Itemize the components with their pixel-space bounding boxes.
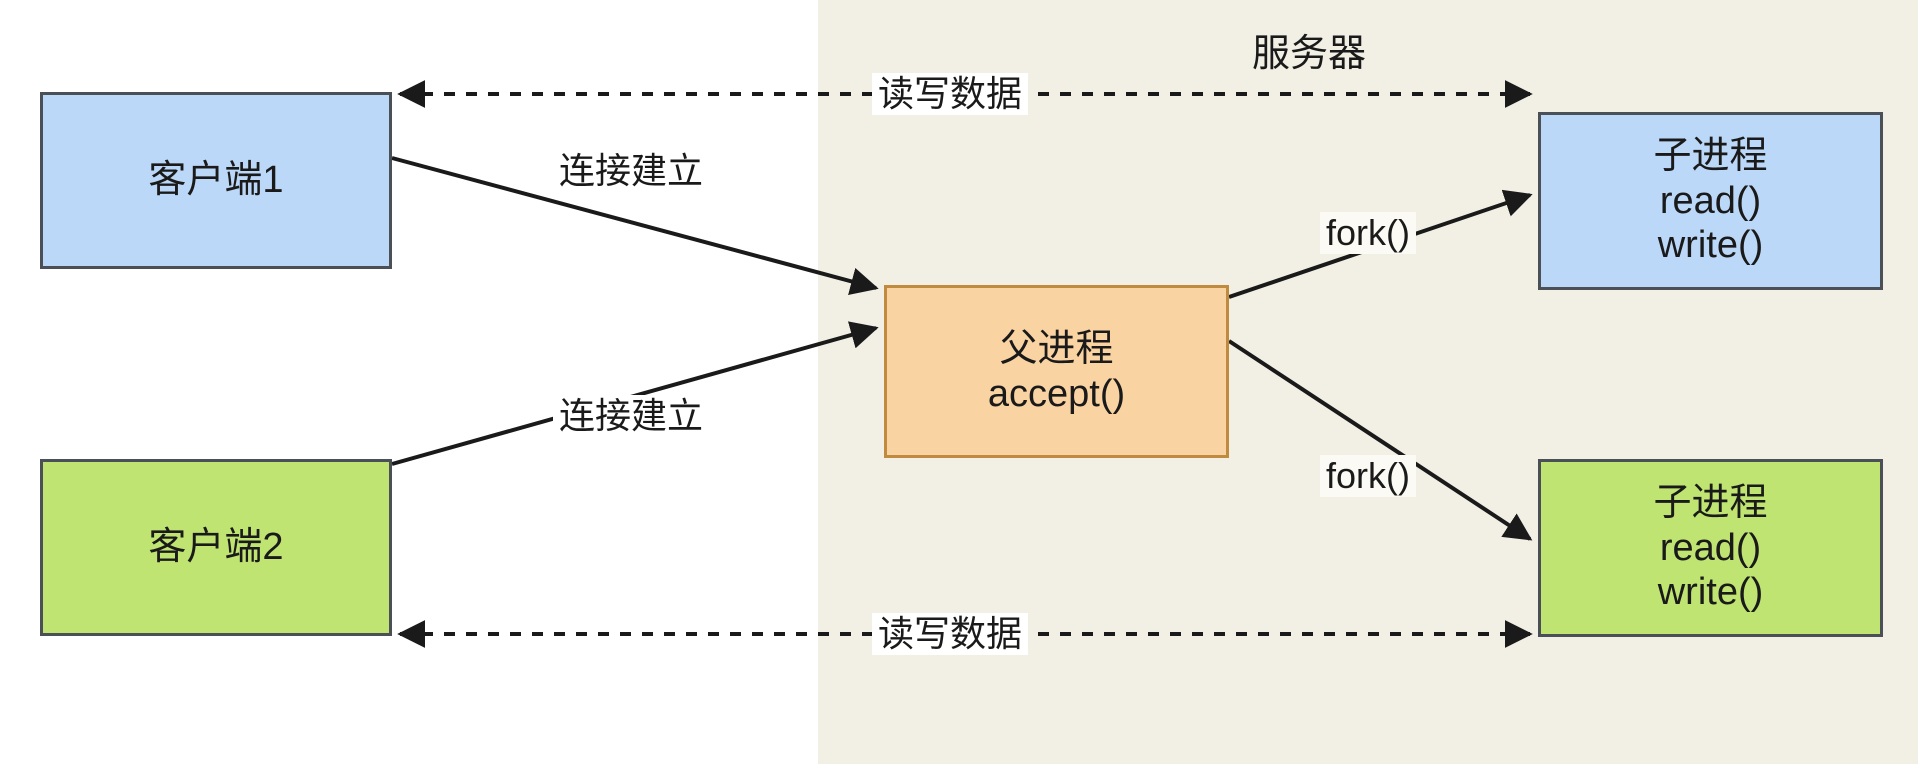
node-client1[interactable]: 客户端1 — [40, 92, 392, 269]
node-client2[interactable]: 客户端2 — [40, 459, 392, 636]
node-client1-label: 客户端1 — [148, 159, 284, 202]
edge-label-fork-top: fork() — [1320, 212, 1416, 254]
node-client2-label: 客户端2 — [148, 526, 284, 569]
node-child1-write-call: write() — [1657, 224, 1764, 267]
node-child-process-1[interactable]: 子进程 read() write() — [1538, 112, 1883, 290]
edge-label-read-write-top: 读写数据 — [872, 73, 1029, 115]
node-child2-write-call: write() — [1657, 571, 1764, 614]
node-child2-read-call: read() — [1659, 526, 1762, 569]
server-region-title: 服务器 — [1252, 33, 1367, 75]
node-parent-title: 父进程 — [999, 327, 1114, 370]
node-child2-title: 子进程 — [1653, 481, 1768, 524]
edge-label-connect-top: 连接建立 — [553, 150, 710, 192]
edge-label-read-write-bottom: 读写数据 — [872, 613, 1029, 655]
node-parent-accept-call: accept() — [987, 372, 1126, 415]
edge-connect-client1 — [391, 156, 879, 295]
node-child1-title: 子进程 — [1653, 134, 1768, 177]
node-parent-process[interactable]: 父进程 accept() — [884, 285, 1229, 458]
node-child1-read-call: read() — [1659, 179, 1762, 222]
edge-fork-child2 — [1227, 339, 1533, 541]
edge-label-connect-bottom: 连接建立 — [553, 395, 710, 437]
edge-label-fork-bottom: fork() — [1320, 455, 1416, 497]
node-child-process-2[interactable]: 子进程 read() write() — [1538, 459, 1883, 637]
